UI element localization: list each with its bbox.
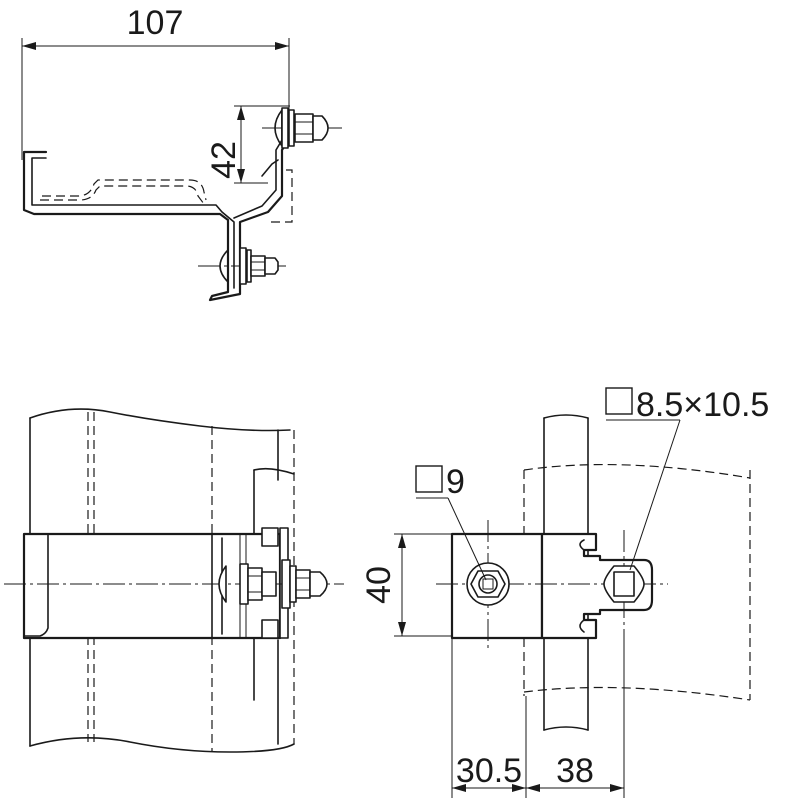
leader-square-9: 9 [415,463,487,581]
bolt-head-bottom-icon [219,249,229,283]
dimension-42: 42 [205,105,290,184]
pipe-top-break [29,408,291,432]
cap-nut-icon [312,115,329,141]
dimension-40: 40 [360,533,452,637]
slotted-tab [540,532,654,640]
bottom-bolt-assembly [198,247,290,285]
hex-nut-icon [264,257,279,275]
clip-tab [261,159,279,177]
bolt-head-front-icon [218,565,227,603]
wall-hidden [268,169,293,223]
dimension-label-42: 42 [205,141,243,179]
bracket-profile-outer [22,110,290,302]
cap-nut-front-icon [309,571,328,597]
front-bolt-assembly [4,559,344,609]
dimension-30-5-and-38: 30.5 38 [451,638,625,798]
back-view: 40 30.5 38 9 8.5×10.5 [360,386,769,798]
square-hole-9 [466,562,510,606]
leader-square-slot: 8.5×10.5 [605,386,769,571]
rail-profile-hidden [40,185,205,205]
top-bolt-assembly [262,107,342,149]
square-symbol-icon [415,465,443,493]
dimension-label-107: 107 [127,4,184,42]
hole-label-slot: 8.5×10.5 [636,386,769,424]
pipe-bottom-break [29,737,295,753]
front-view [4,408,344,753]
side-profile-view: 107 42 [21,4,342,302]
square-hole-slot [603,565,645,603]
rail-profile-hidden-2 [42,179,207,201]
dimension-label-30-5: 30.5 [456,752,522,790]
dimension-107: 107 [21,4,290,160]
hole-label-9: 9 [446,463,465,501]
dimension-label-38: 38 [556,752,594,790]
dimension-label-40: 40 [360,566,398,604]
square-symbol-slot-icon [605,387,633,415]
